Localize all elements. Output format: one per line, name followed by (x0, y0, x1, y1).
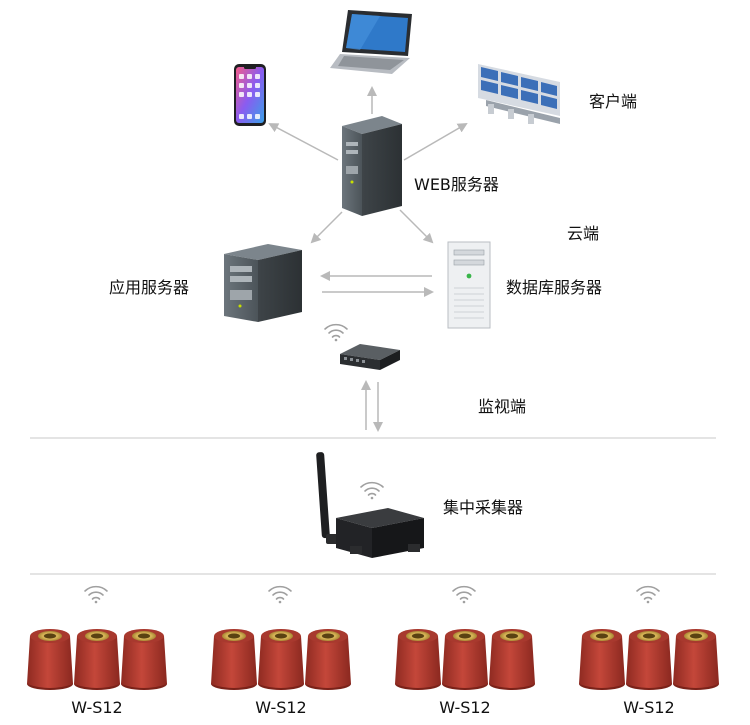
sensor-icon (579, 629, 625, 690)
connection-arrows (268, 86, 468, 432)
sensor-icon (442, 629, 488, 690)
sensor-group-1 (27, 585, 167, 690)
db-server-icon (447, 241, 491, 329)
wifi-icon (324, 323, 348, 343)
sensor-group-label: W-S12 (439, 698, 491, 717)
wifi-icon (268, 585, 292, 605)
sensor-icon (673, 629, 719, 690)
sensor-icon (74, 629, 120, 690)
wifi-icon (452, 585, 476, 605)
cloud-label: 云端 (567, 224, 600, 243)
wifi-icon (84, 585, 108, 605)
web-server-label: WEB服务器 (414, 175, 499, 194)
sensor-icon (258, 629, 304, 690)
sensor-icon (305, 629, 351, 690)
sensor-icon (211, 629, 257, 690)
wifi-icon (360, 481, 384, 501)
sensor-group-label: W-S12 (255, 698, 307, 717)
sensor-icon (395, 629, 441, 690)
switch-icon (340, 344, 400, 370)
collector-label: 集中采集器 (443, 498, 524, 517)
smartphone-icon (234, 64, 266, 126)
laptop-icon (330, 10, 412, 74)
sensor-icon (27, 629, 73, 690)
web-server-icon (342, 116, 402, 216)
collector-icon (316, 452, 424, 558)
wifi-icon (636, 585, 660, 605)
sensor-group-3 (395, 585, 535, 690)
sensor-group-2 (211, 585, 351, 690)
app-server-icon (224, 244, 302, 322)
sensor-icon (121, 629, 167, 690)
monitor-label: 监视端 (478, 397, 527, 416)
client-label: 客户端 (589, 92, 638, 111)
sensor-group-4 (579, 585, 719, 690)
sensor-group-label: W-S12 (71, 698, 123, 717)
db-server-label: 数据库服务器 (506, 278, 603, 297)
sensor-icon (489, 629, 535, 690)
sensor-group-label: W-S12 (623, 698, 675, 717)
sensor-icon (626, 629, 672, 690)
monitor-wall-icon (478, 64, 560, 124)
app-server-label: 应用服务器 (109, 278, 190, 297)
